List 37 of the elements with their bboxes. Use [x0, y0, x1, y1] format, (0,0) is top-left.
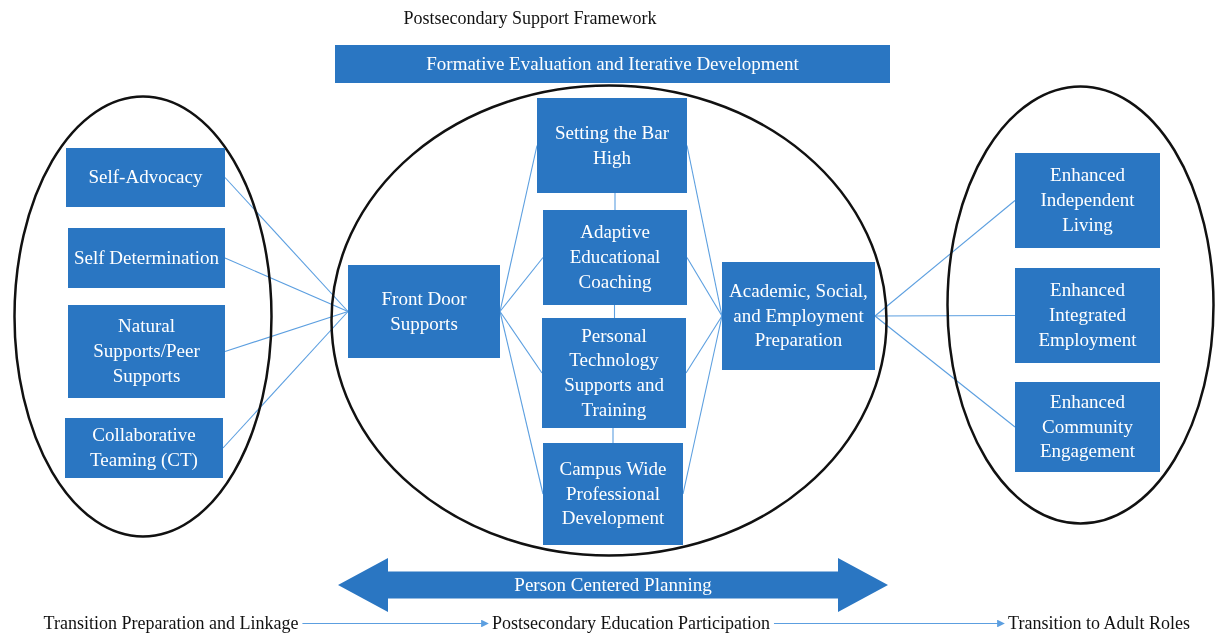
ellipse-outline [13, 95, 273, 538]
process-box: Enhanced Integrated Employment [1015, 268, 1160, 363]
connector-line [224, 176, 349, 313]
process-box: Personal Technology Supports and Training [542, 318, 686, 428]
connector-line [499, 256, 544, 313]
connector-line [222, 310, 349, 449]
connector-line [874, 314, 1016, 317]
process-box: Collaborative Teaming (CT) [65, 418, 223, 478]
process-box: Self-Advocacy [66, 148, 225, 207]
process-box: Self Determination [68, 228, 225, 288]
connector-line [224, 257, 349, 313]
process-box: Academic, Social, and Employment Preparation [722, 262, 875, 370]
connector-line [224, 310, 349, 353]
ellipse-outline [330, 84, 888, 557]
stage-label: Postsecondary Education Participation [492, 612, 770, 635]
connector-line [874, 199, 1016, 317]
connector-line [614, 192, 616, 211]
arrow [773, 619, 1005, 628]
connector-line [499, 310, 543, 374]
process-box: Natural Supports/Peer Supports [68, 305, 225, 398]
process-box: Formative Evaluation and Iterative Development [335, 45, 890, 83]
arrow [301, 619, 489, 628]
ellipse-outline [946, 85, 1215, 525]
connector-line [874, 315, 1016, 428]
title: Postsecondary Support Framework [402, 8, 658, 29]
connector-line [613, 304, 616, 319]
stage-label: Transition Preparation and Linkage [43, 612, 299, 635]
connector-line [685, 315, 723, 374]
process-box: Campus Wide Professional Development [543, 443, 683, 545]
stage-label: Transition to Adult Roles [1008, 612, 1190, 635]
process-box: Adaptive Educational Coaching [543, 210, 687, 305]
connector-line [612, 427, 614, 444]
double-arrow: Person Centered Planning [338, 558, 888, 612]
process-box: Enhanced Independent Living [1015, 153, 1160, 248]
process-box: Front Door Supports [348, 265, 500, 358]
process-box: Enhanced Community Engagement [1015, 382, 1160, 472]
process-box: Setting the Bar High [537, 98, 687, 193]
